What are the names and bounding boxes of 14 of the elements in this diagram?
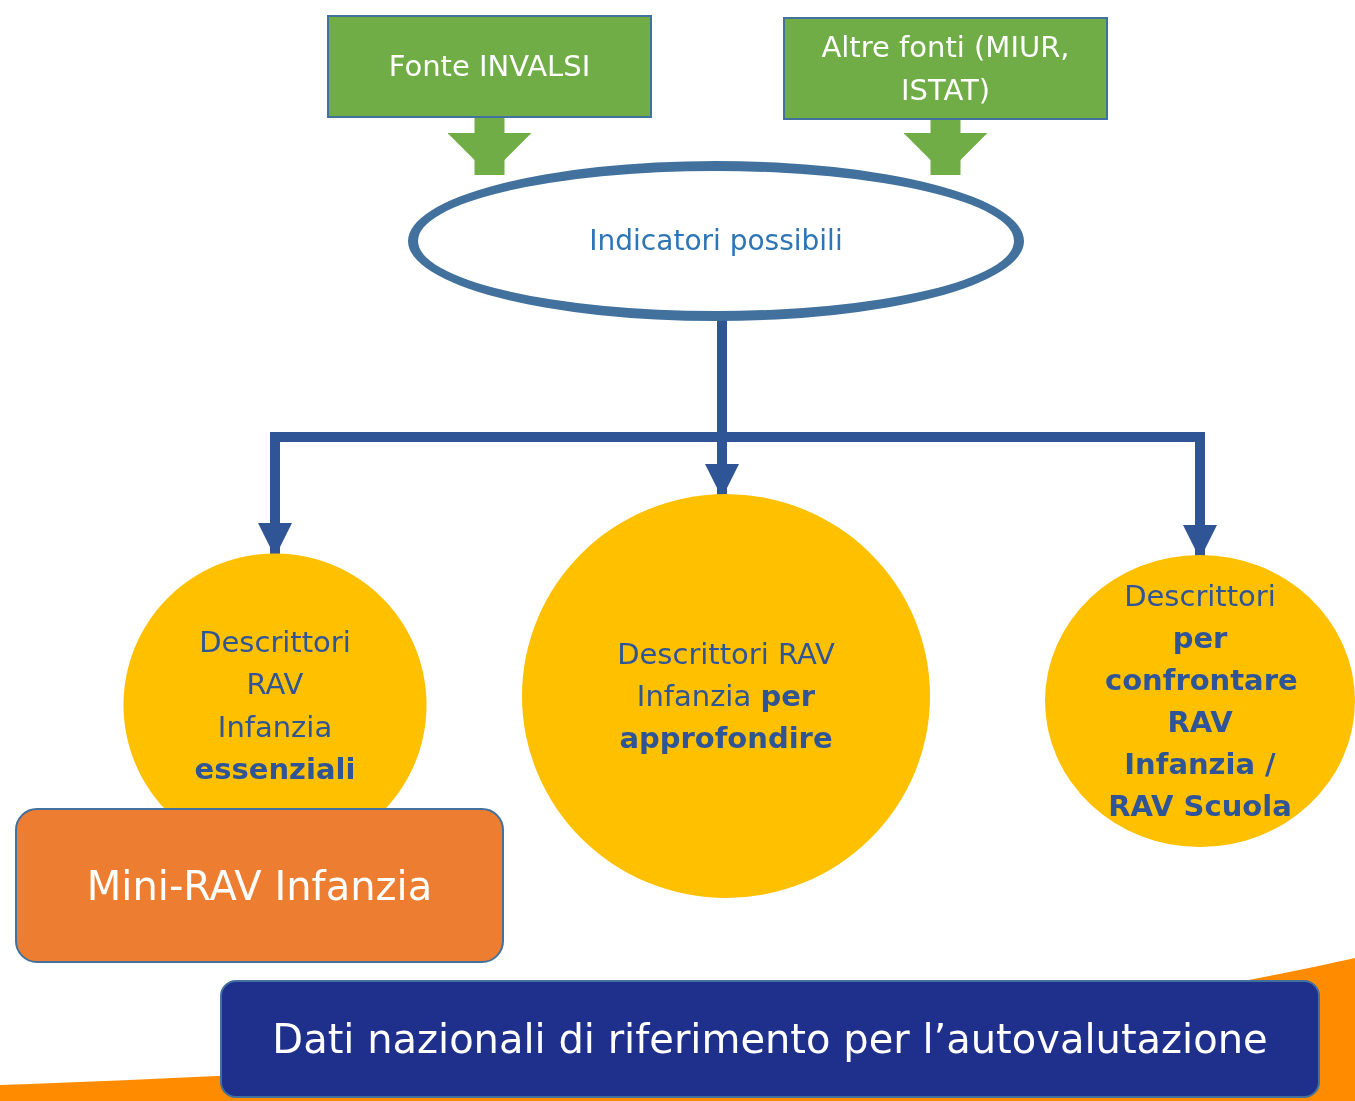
- node-text: Descrittori RAV Infanzia essenziali: [193, 624, 357, 788]
- node-text: Altre fonti (MIUR, ISTAT): [820, 29, 1071, 109]
- arrow: [903, 120, 988, 175]
- arrow: [447, 118, 532, 175]
- node-text: Fonte INVALSI: [388, 48, 591, 86]
- source-box: [327, 15, 652, 118]
- node-text: Dati nazionali di riferimento per l’autovalutazione: [272, 1015, 1268, 1064]
- node-text: Descrittori per confrontare RAV Infanzia / RAV Scuola: [1105, 577, 1295, 826]
- node-text: Indicatori possibili: [589, 222, 843, 259]
- node-text: Descrittori RAV Infanzia per approfondire: [616, 635, 836, 757]
- source-box: [783, 17, 1108, 120]
- data-banner: [220, 980, 1320, 1098]
- tool-box: [15, 808, 504, 963]
- node-text: Mini-RAV Infanzia: [86, 861, 433, 911]
